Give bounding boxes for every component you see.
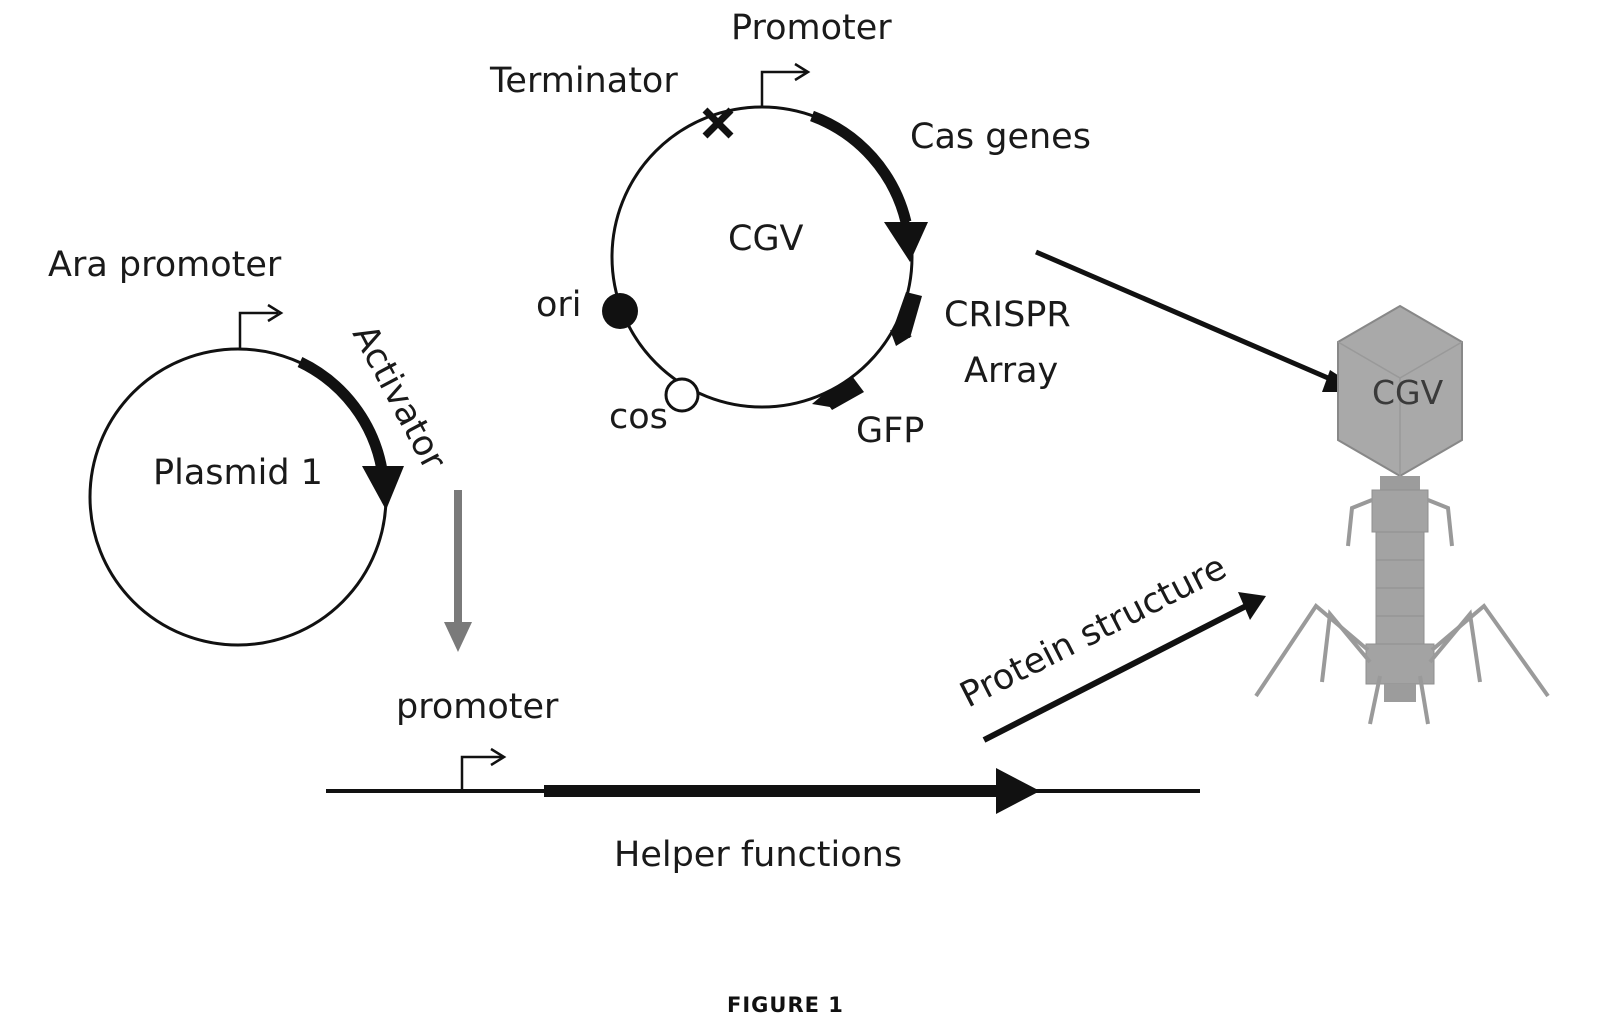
cas-genes-arc [812,116,906,222]
cas-genes-arrowhead [884,222,928,262]
crispr-label-line1: CRISPR [944,295,1071,335]
cgv-promoter-label: Promoter [731,8,892,48]
helper-functions-label: Helper functions [614,835,902,875]
helper-gene-arrowhead [996,768,1040,814]
ori-label: ori [536,285,582,325]
cgv-name-label: CGV [728,219,804,259]
phage-whisker-right [1428,500,1452,546]
phage-neck [1380,476,1420,490]
plasmid-1: Ara promoter Plasmid 1 Activator [48,245,454,645]
figure-caption: FIGURE 1 [727,993,844,1017]
activator-label: Activator [344,318,454,477]
cos-label: cos [609,397,668,437]
helper-construct: promoter Helper functions [326,687,1200,875]
crispr-label-line2: Array [964,351,1058,391]
gfp-label: GFP [856,411,924,451]
cas-genes-label: Cas genes [910,117,1091,157]
ara-promoter-label: Ara promoter [48,245,282,285]
cos-marker [666,379,698,411]
phage-cgv-label: CGV [1372,373,1444,412]
phage-illustration: CGV [1256,306,1548,724]
protein-structure-arrow: Protein structure [954,548,1266,740]
cgv-plasmid: Promoter Terminator Cas genes CGV CRISPR… [489,8,1091,451]
activation-arrow [444,490,472,652]
phage-spike [1384,684,1416,702]
helper-promoter-label: promoter [396,687,559,727]
crispr-array-block [892,292,922,338]
terminator-label: Terminator [489,61,678,101]
phage-baseplate [1366,644,1434,684]
plasmid-1-label: Plasmid 1 [153,453,323,493]
ori-marker [602,293,638,329]
phage-whisker-left [1348,500,1372,546]
activator-arrowhead [362,466,404,510]
phage-collar [1372,490,1428,532]
cgv-packaging-arrow [1036,252,1364,392]
